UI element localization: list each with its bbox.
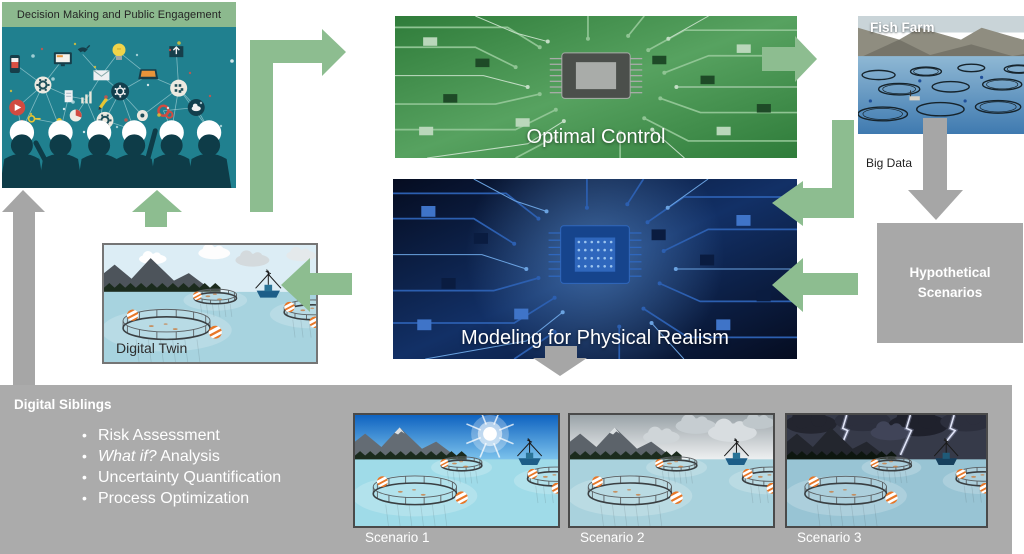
scenario-2-figure: Scenario 2: [567, 413, 812, 545]
arrow-twin-to-decision: [132, 190, 182, 227]
digital-siblings-list: Risk Assessment What if? Analysis Uncert…: [80, 425, 281, 509]
scenario-2-label: Scenario 2: [580, 530, 645, 545]
decision-engagement-block: Decision Making and Public Engagement: [0, 2, 236, 188]
fish-farm-photo-graphic: [857, 16, 1024, 135]
fish-farm-image: Fish Farm: [857, 16, 1024, 135]
scenario-3-graphic: [784, 404, 1024, 530]
scenario-1-label: Scenario 1: [365, 530, 430, 545]
fish-farm-label: Fish Farm: [870, 20, 935, 35]
modeling-label: Modeling for Physical Realism: [461, 327, 729, 349]
optimal-control-image: Optimal Control: [395, 15, 797, 159]
list-item: What if? Analysis: [80, 446, 281, 467]
arrow-twin-to-optimal: [250, 29, 346, 212]
arrow-siblings-to-decision: [2, 190, 45, 385]
digital-siblings-title: Digital Siblings: [14, 397, 112, 412]
hypothetical-line2: Scenarios: [917, 285, 983, 300]
list-item: Risk Assessment: [80, 425, 281, 446]
digital-twin-label: Digital Twin: [116, 340, 188, 357]
decision-engagement-illustration: [0, 27, 236, 188]
scenario-1-graphic: [352, 409, 597, 531]
decision-engagement-title: Decision Making and Public Engagement: [2, 2, 236, 27]
hypothetical-line1: Hypothetical: [909, 265, 991, 281]
list-item: Uncertainty Quantification: [80, 467, 281, 488]
hypothetical-scenarios-box: Hypothetical Scenarios: [877, 223, 1023, 343]
scenario-3-label: Scenario 3: [797, 530, 862, 545]
green-circuit-graphic: [395, 15, 797, 159]
scenario-2-graphic: [567, 413, 812, 531]
scenario-3-figure: Scenario 3: [784, 404, 1024, 545]
digital-twin-image: Digital Twin: [101, 243, 356, 367]
list-item: Process Optimization: [80, 488, 281, 509]
modeling-image: Modeling for Physical Realism: [393, 125, 797, 384]
optimal-control-label: Optimal Control: [526, 126, 666, 148]
big-data-label: Big Data: [866, 156, 913, 170]
scenario-1-figure: Scenario 1: [352, 409, 597, 545]
blue-circuit-graphic: [393, 125, 797, 384]
